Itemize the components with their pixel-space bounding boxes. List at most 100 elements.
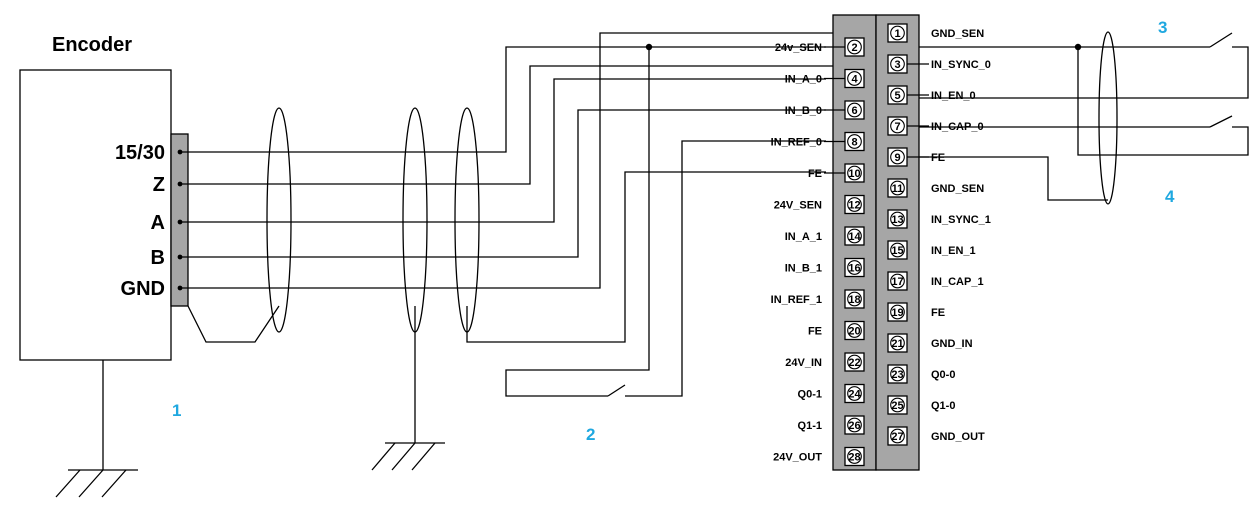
- terminal-label: IN_SYNC_0: [931, 59, 991, 71]
- callout-1: 1: [172, 401, 181, 420]
- terminal-number: 9: [894, 152, 900, 164]
- terminal-label: IN_REF_1: [771, 294, 822, 306]
- terminal-label: IN_REF_0: [771, 137, 822, 149]
- encoder-pin-label: 15/30: [115, 142, 165, 164]
- terminal-number: 7: [894, 121, 900, 133]
- terminal-number: 2: [851, 42, 857, 54]
- callout-4: 4: [1165, 187, 1175, 206]
- terminal-left-28: 28 24V_OUT: [773, 446, 865, 467]
- terminal-number: 19: [891, 307, 903, 319]
- terminal-label: IN_B_1: [785, 263, 822, 275]
- terminal-right-11: 11 GND_SEN: [887, 178, 984, 198]
- terminal-label: IN_A_1: [785, 231, 822, 243]
- terminal-number: 28: [848, 452, 860, 464]
- encoder-box: [19, 69, 172, 361]
- terminal-number: 11: [892, 183, 904, 195]
- terminal-number: 6: [851, 105, 857, 117]
- terminal-label: IN_SYNC_1: [931, 214, 991, 226]
- terminal-right-21: 21 GND_IN: [887, 333, 973, 353]
- terminal-number: 26: [848, 420, 860, 432]
- terminal-left-12: 12 24V_SEN: [774, 194, 865, 215]
- encoder-pin-label: GND: [121, 278, 165, 300]
- cable-shield-ellipse: [266, 107, 292, 333]
- terminal-right-25: 25 Q1-0: [887, 395, 955, 415]
- terminal-label: IN_CAP_1: [931, 276, 984, 288]
- terminal-number: 18: [848, 294, 860, 306]
- terminal-label: 24v_SEN: [775, 42, 822, 54]
- terminal-number: 16: [848, 263, 860, 275]
- terminal-right-9: 9 FE: [887, 147, 945, 167]
- terminal-label: GND_SEN: [931, 28, 984, 40]
- encoder-pin-label: B: [151, 247, 165, 269]
- terminal-label: GND_SEN: [931, 183, 984, 195]
- terminal-number: 12: [848, 200, 860, 212]
- terminal-right-1: 1 GND_SEN: [887, 23, 984, 43]
- terminal-left-20: 20 FE: [808, 320, 865, 341]
- terminal-label: Q1-1: [798, 420, 822, 432]
- terminal-number: 22: [848, 357, 860, 369]
- terminal-left-2: 2 24v_SEN: [775, 37, 865, 57]
- terminal-label: Q1-0: [931, 400, 955, 412]
- terminal-right-5: 5 IN_EN_0: [887, 85, 976, 105]
- terminal-number: 27: [891, 431, 903, 443]
- callout-2: 2: [586, 425, 595, 444]
- terminal-right-17: 17 IN_CAP_1: [887, 271, 984, 291]
- terminal-right-27: 27 GND_OUT: [887, 426, 985, 446]
- terminal-number: 14: [848, 231, 861, 243]
- terminal-label: FE: [808, 168, 822, 180]
- cable-shield-ellipse: [402, 107, 428, 333]
- terminal-right-19: 19 FE: [887, 302, 945, 322]
- cable-shield-ellipse: [1098, 31, 1118, 205]
- terminal-number: 5: [894, 90, 900, 102]
- terminal-label: 24V_SEN: [774, 200, 822, 212]
- terminal-right-7: 7 IN_CAP_0: [887, 116, 984, 136]
- terminal-left-24: 24 Q0-1: [798, 383, 865, 404]
- encoder-title: Encoder: [52, 34, 132, 56]
- terminal-left-4: 4 IN_A_0: [785, 68, 865, 89]
- terminal-number: 17: [891, 276, 903, 288]
- terminal-label: 24V_IN: [785, 357, 822, 369]
- terminal-number: 3: [894, 59, 900, 71]
- terminal-number: 13: [891, 214, 903, 226]
- terminal-label: IN_CAP_0: [931, 121, 984, 133]
- terminal-left-26: 26 Q1-1: [798, 415, 865, 435]
- terminal-label: 24V_OUT: [773, 452, 822, 464]
- terminal-number: 25: [891, 400, 903, 412]
- terminal-number: 8: [851, 137, 857, 149]
- terminal-right-13: 13 IN_SYNC_1: [887, 209, 991, 229]
- terminal-right-3: 3 IN_SYNC_0: [887, 54, 991, 74]
- terminal-left-18: 18 IN_REF_1: [771, 289, 865, 309]
- terminal-number: 23: [891, 369, 903, 381]
- terminal-left-8: 8 IN_REF_0: [771, 131, 865, 152]
- terminal-right-15: 15 IN_EN_1: [887, 240, 976, 260]
- terminal-label: FE: [931, 152, 945, 164]
- terminal-number: 24: [848, 389, 861, 401]
- terminal-number: 15: [891, 245, 903, 257]
- encoder-pin-label: Z: [153, 174, 165, 196]
- terminal-label: Q0-1: [798, 389, 822, 401]
- terminal-label: FE: [931, 307, 945, 319]
- terminal-number: 20: [848, 326, 860, 338]
- terminal-left-6: 6 IN_B_0: [785, 100, 865, 120]
- terminal-right-23: 23 Q0-0: [887, 364, 955, 384]
- encoder-pin-label: A: [151, 212, 165, 234]
- terminal-left-14: 14 IN_A_1: [785, 226, 865, 246]
- terminal-label: Q0-0: [931, 369, 955, 381]
- terminal-number: 10: [848, 168, 860, 180]
- terminal-label: FE: [808, 326, 822, 338]
- terminal-left-22: 22 24V_IN: [785, 352, 865, 372]
- terminal-label: IN_EN_1: [931, 245, 976, 257]
- terminal-label: IN_A_0: [785, 74, 822, 86]
- terminal-number: 1: [894, 28, 900, 40]
- callout-3: 3: [1158, 18, 1167, 37]
- terminal-left-10: 10 FE: [808, 163, 865, 183]
- terminal-label: GND_OUT: [931, 431, 985, 443]
- terminal-number: 21: [891, 338, 903, 350]
- terminal-left-16: 16 IN_B_1: [785, 257, 865, 278]
- cable-shield-ellipse: [454, 107, 480, 333]
- terminal-label: GND_IN: [931, 338, 973, 350]
- terminal-number: 4: [851, 74, 858, 86]
- terminal-label: IN_B_0: [785, 105, 822, 117]
- terminal-label: IN_EN_0: [931, 90, 976, 102]
